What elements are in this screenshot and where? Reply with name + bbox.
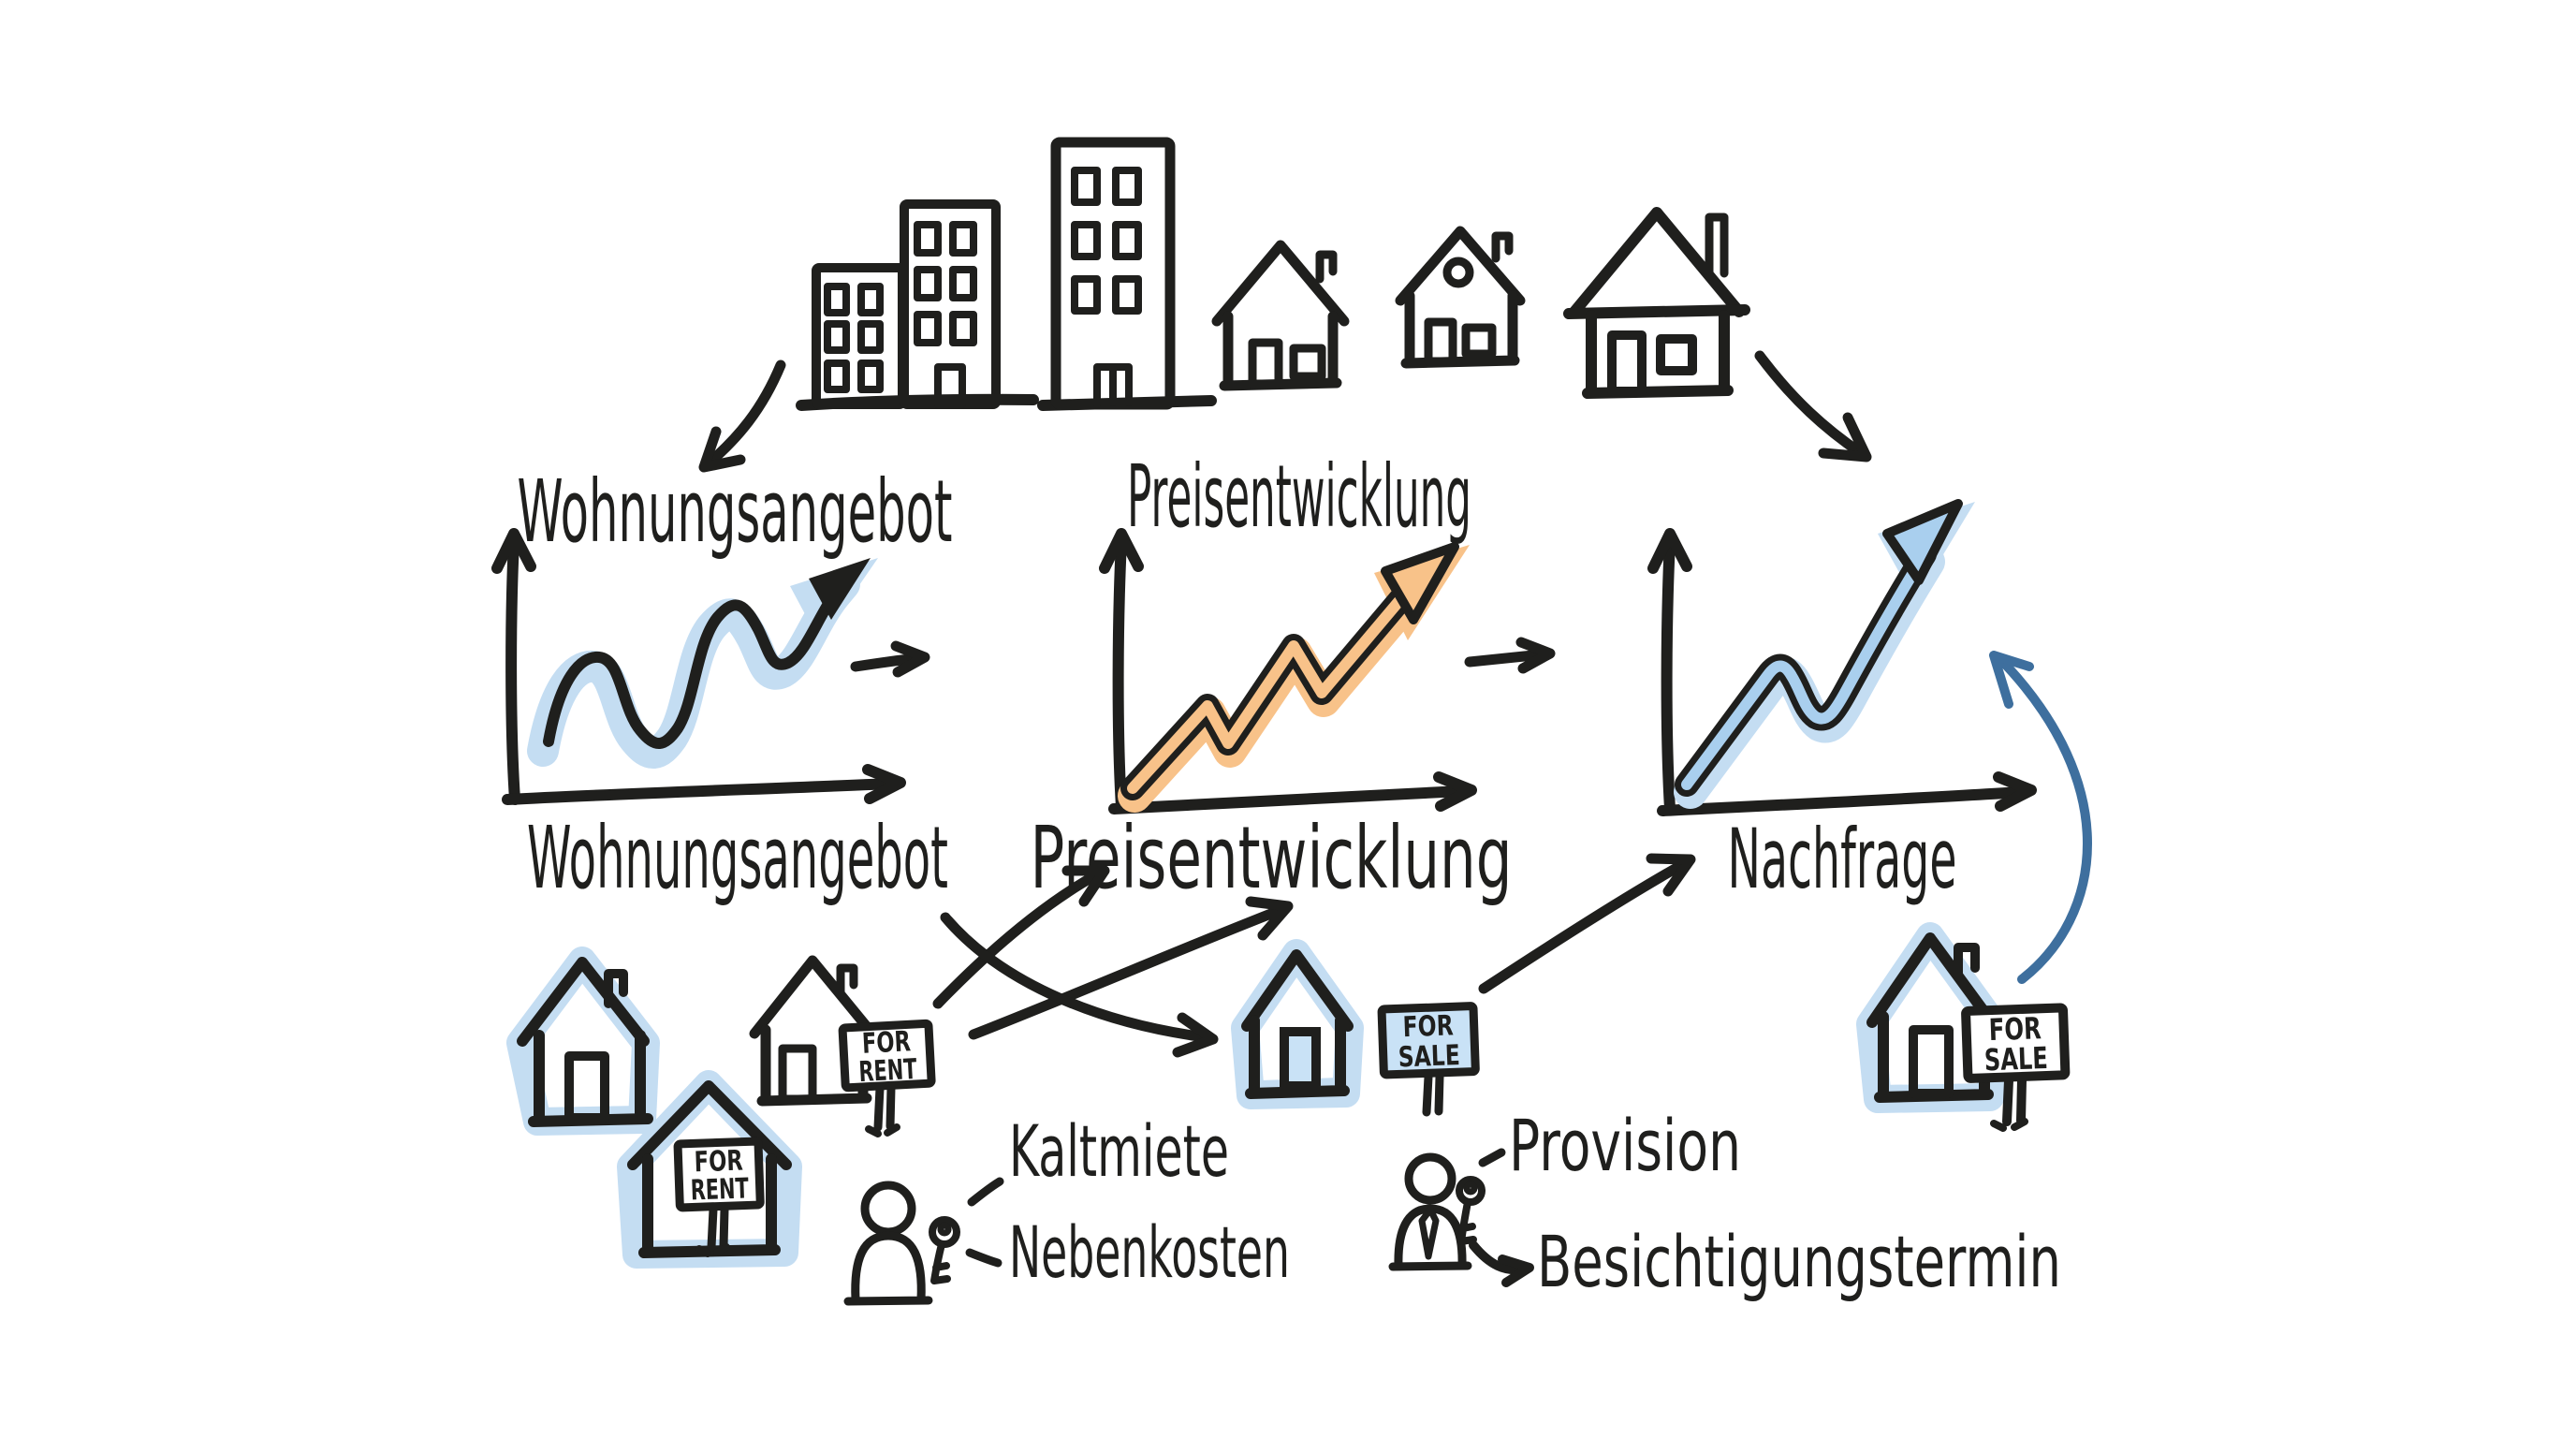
agent-figure: Provision Besichtigungstermin	[1388, 1104, 2061, 1303]
arrow-buildings-to-demand	[1754, 350, 1872, 462]
supply-x-axis	[502, 778, 897, 805]
price-trend-arrow	[1118, 542, 1470, 813]
supply-trend-curve	[527, 558, 878, 769]
for-sale-sign-line1: FOR	[1402, 1009, 1454, 1044]
demand-axis-label: Nachfrage	[1728, 811, 1957, 907]
for-sale-sign-line1: FOR	[1988, 1010, 2042, 1048]
supply-chart: Wohnungsangebot Wohnungsangebot	[491, 462, 953, 908]
person-icon	[860, 1181, 916, 1237]
feedback-arc-arrow	[1989, 651, 2092, 984]
tie-icon	[1418, 1206, 1440, 1260]
arrow-sale-house-to-demand	[1478, 853, 1696, 994]
for-sale-sign-line2: SALE	[1983, 1040, 2048, 1078]
rent-house-plain-icon	[506, 946, 660, 1136]
connector-arrow-price-to-demand	[1464, 637, 1556, 674]
pointer-line-provision	[1478, 1148, 1506, 1167]
for-rent-sign-line1: FOR	[861, 1025, 912, 1061]
price-y-axis	[1112, 536, 1127, 813]
supply-y-axis	[505, 536, 520, 805]
rent-house-side-sign-icon: FOR RENT	[749, 955, 936, 1137]
for-rent-sign-icon: FOR RENT	[838, 1019, 936, 1137]
for-rent-sign-line2: RENT	[858, 1053, 918, 1089]
arrow-supply-to-sale-house	[940, 912, 1219, 1058]
price-chart-title: Preisentwicklung	[1127, 447, 1471, 547]
kaltmiete-label: Kaltmiete	[1009, 1109, 1229, 1193]
price-axis-label: Preisentwicklung	[1031, 808, 1513, 908]
key-icon	[929, 1216, 960, 1284]
nebenkosten-label: Nebenkosten	[1009, 1211, 1290, 1294]
arrow-rent-house-to-price-2	[968, 896, 1294, 1040]
for-rent-sign-line1: FOR	[694, 1145, 743, 1180]
key-icon	[1456, 1176, 1486, 1245]
for-rent-sign-icon: FOR RENT	[673, 1137, 765, 1257]
price-y-axis-arrowhead-icon	[1099, 528, 1144, 574]
apartment-building-small-icon	[812, 263, 907, 409]
price-x-axis-arrowhead-icon	[1433, 771, 1477, 812]
pointer-line-kaltmiete	[967, 1177, 1004, 1207]
provision-label: Provision	[1509, 1104, 1741, 1187]
sale-house-blue-icon	[1231, 939, 1364, 1109]
apartment-building-tall-icon	[1050, 137, 1176, 410]
demand-trend-arrow	[1674, 499, 1975, 809]
besichtigungstermin-label: Besichtigungstermin	[1537, 1220, 2061, 1303]
demand-x-axis	[1657, 786, 2026, 816]
demand-x-axis-arrowhead-icon	[1993, 771, 2037, 812]
arrow-buildings-to-supply	[698, 360, 786, 473]
supply-x-axis-arrowhead-icon	[862, 764, 906, 804]
arrow-to-besichtigungstermin	[1469, 1240, 1534, 1287]
for-sale-sign-line2: SALE	[1398, 1039, 1460, 1074]
buildings-row	[796, 137, 1750, 411]
for-sale-sign-icon: FOR SALE	[1961, 1003, 2071, 1132]
house-small-1-icon	[1211, 240, 1350, 391]
tenant-figure: Kaltmiete Nebenkosten	[843, 1109, 1290, 1306]
demand-chart: Nachfrage	[1647, 499, 2037, 907]
price-chart: Preisentwicklung Preisentwicklung	[1031, 447, 1513, 908]
house-small-2-icon	[1395, 226, 1526, 369]
rent-house-with-sign-icon: FOR RENT	[617, 1070, 802, 1269]
person-icon	[1404, 1152, 1456, 1205]
arrow-rent-house-to-price-1	[932, 865, 1110, 1009]
demand-y-axis	[1661, 536, 1676, 814]
price-x-axis	[1108, 785, 1468, 814]
apartment-building-medium-icon	[900, 199, 1001, 409]
supply-y-axis-arrowhead-icon	[491, 528, 536, 574]
connector-arrow-supply-to-price	[850, 640, 930, 678]
supply-chart-title: Wohnungsangebot	[518, 462, 953, 562]
for-rent-sign-line2: RENT	[690, 1172, 750, 1207]
house-small-3-icon	[1563, 207, 1750, 399]
pointer-line-nebenkosten	[965, 1248, 1003, 1268]
for-sale-sign-blue-icon: FOR SALE	[1377, 1002, 1480, 1117]
demand-y-axis-arrowhead-icon	[1647, 528, 1692, 574]
supply-axis-label: Wohnungsangebot	[527, 808, 948, 908]
